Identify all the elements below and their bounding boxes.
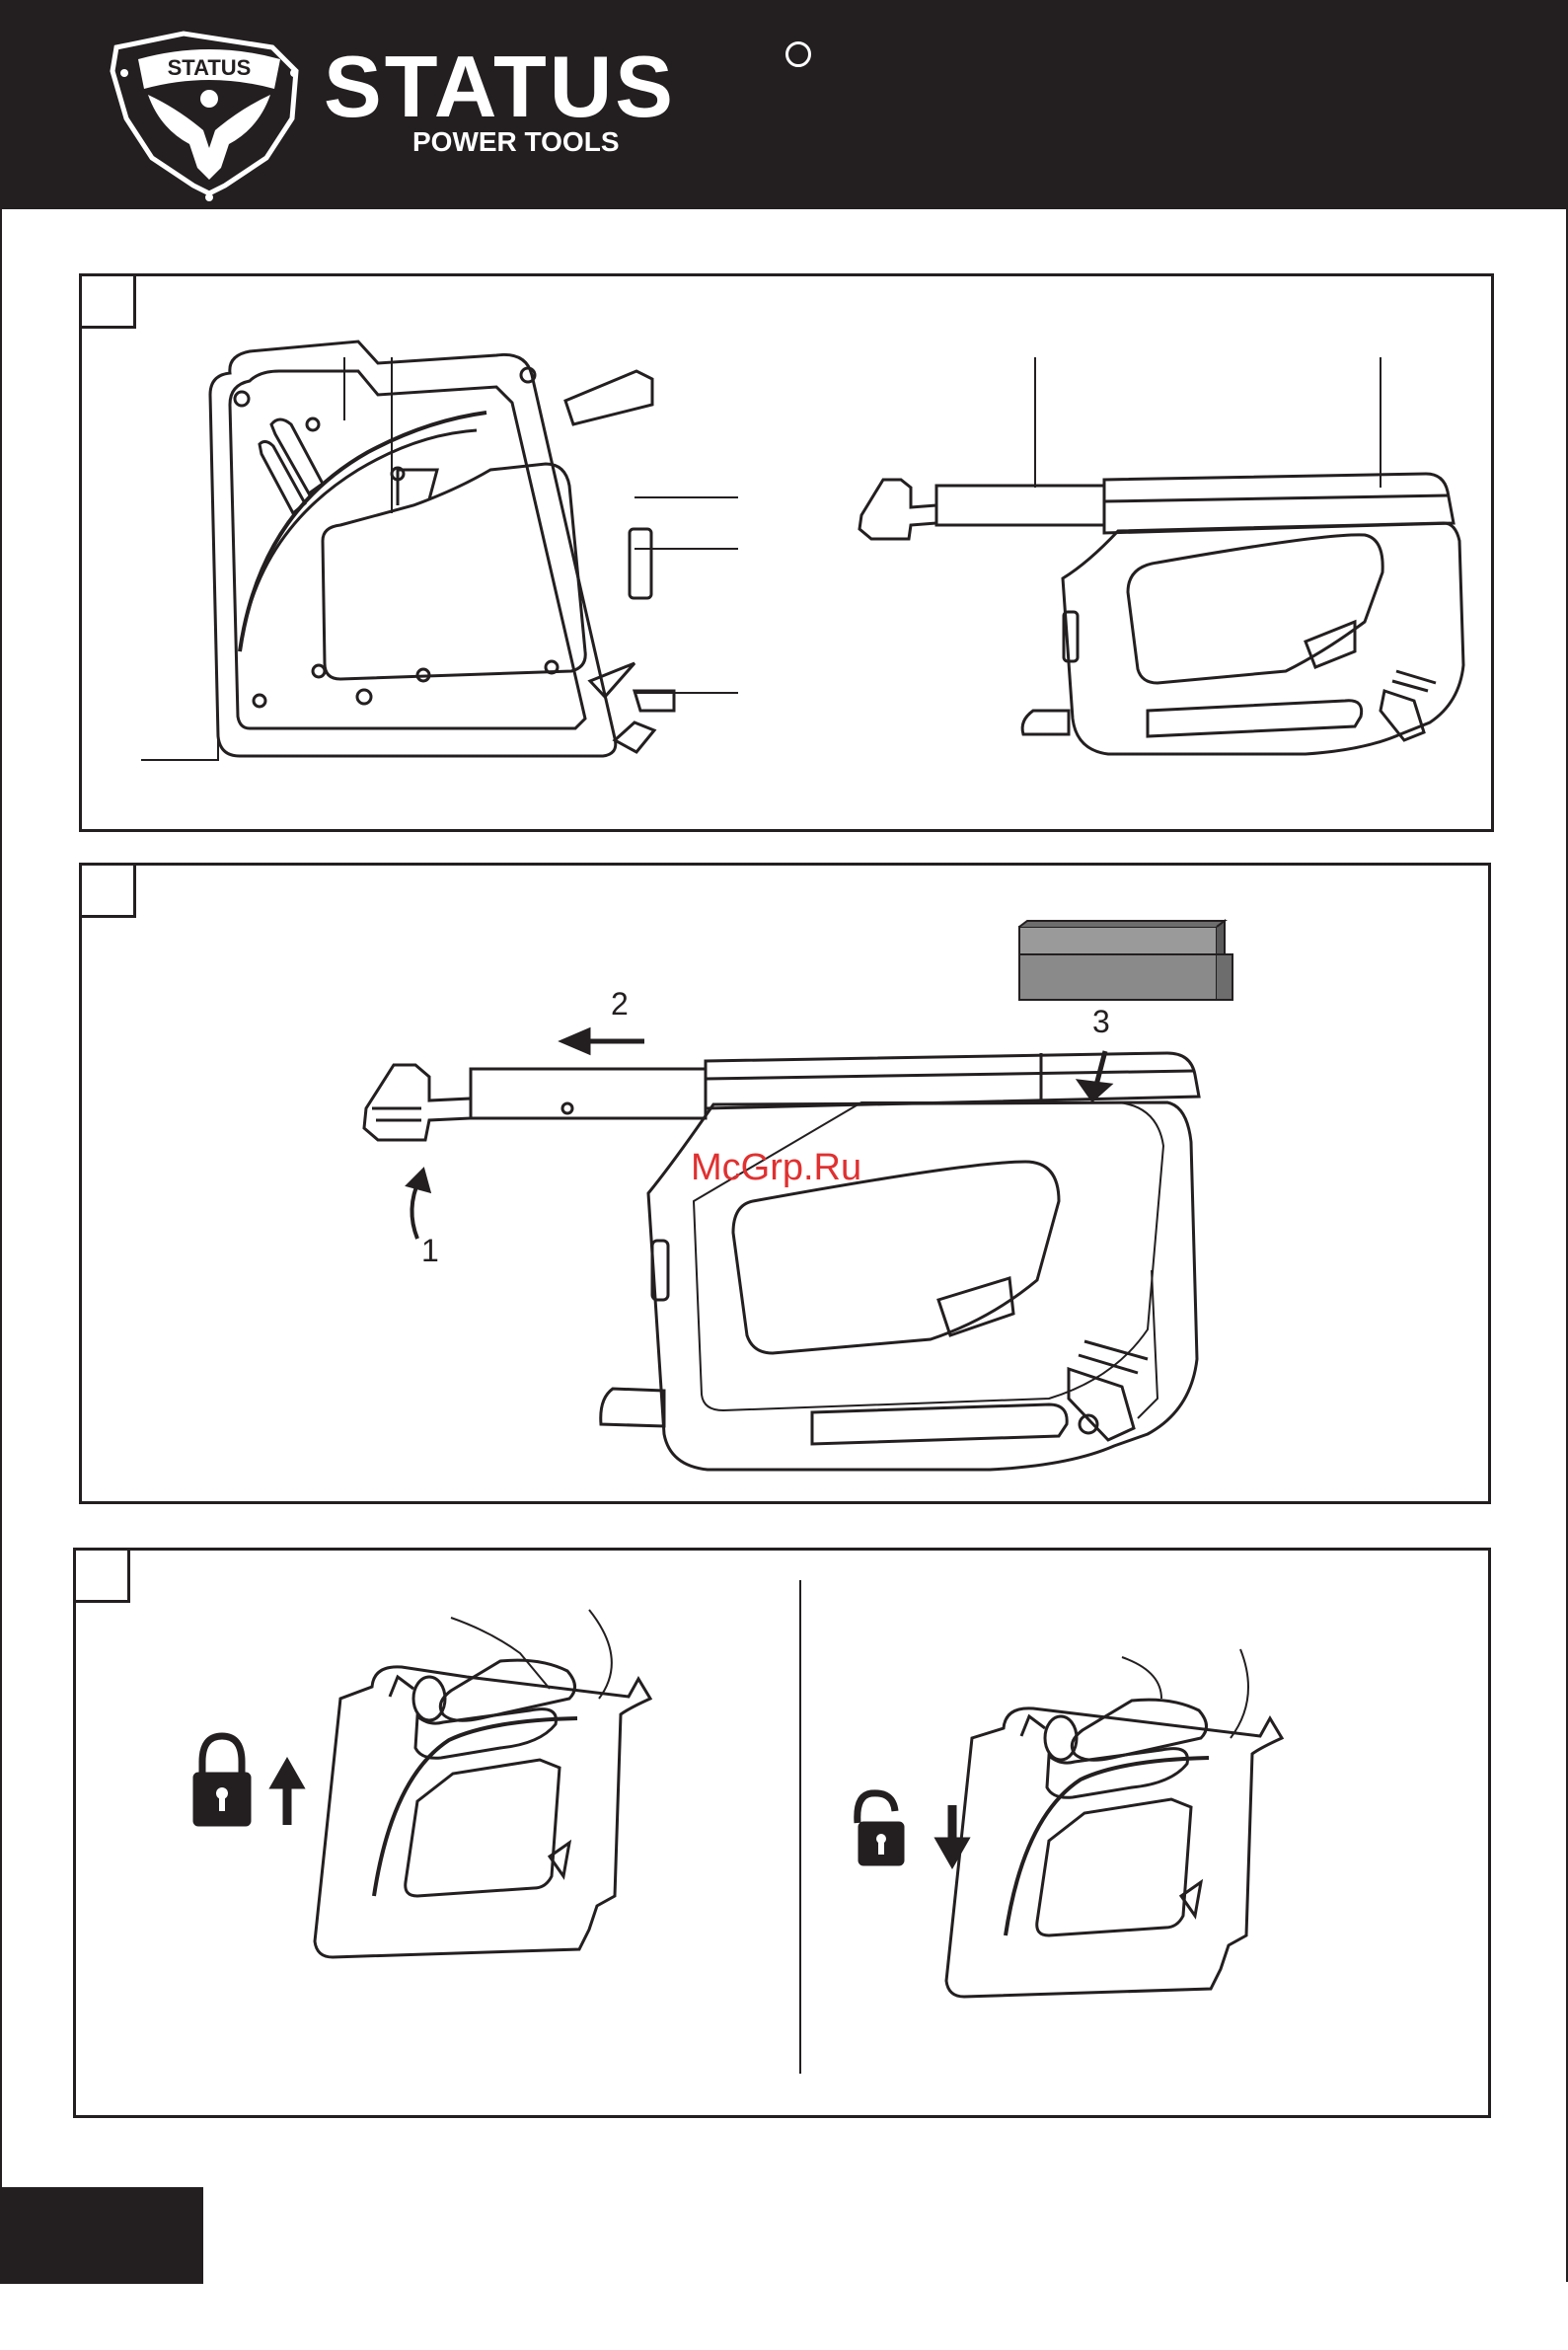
- figure-1-illustration: [82, 276, 1497, 835]
- step-2-label: 2: [611, 988, 629, 1020]
- badge-text: STATUS: [168, 55, 252, 80]
- left-margin-rule: [0, 209, 2, 2282]
- eagle-shield-logo: STATUS: [0, 0, 316, 209]
- step-1-label: 1: [421, 1235, 439, 1266]
- brand-name: STATUS: [324, 43, 676, 130]
- lock-open-icon: [858, 1793, 903, 1864]
- page-number-tab: [0, 2187, 203, 2284]
- staple-strip-icon: [1019, 921, 1232, 1000]
- page-header: STATUS STATUS POWER TOOLS: [0, 0, 1568, 209]
- figure-3-illustration: [76, 1551, 1494, 2121]
- step-3-label: 3: [1092, 1006, 1110, 1037]
- lock-closed-icon: [194, 1736, 250, 1825]
- figure-1-panel: [79, 273, 1494, 832]
- watermark-text: McGrp.Ru: [691, 1149, 861, 1186]
- figure-3-panel: [73, 1548, 1491, 2118]
- brand-tagline: POWER TOOLS: [412, 128, 620, 156]
- registered-mark: [785, 41, 811, 67]
